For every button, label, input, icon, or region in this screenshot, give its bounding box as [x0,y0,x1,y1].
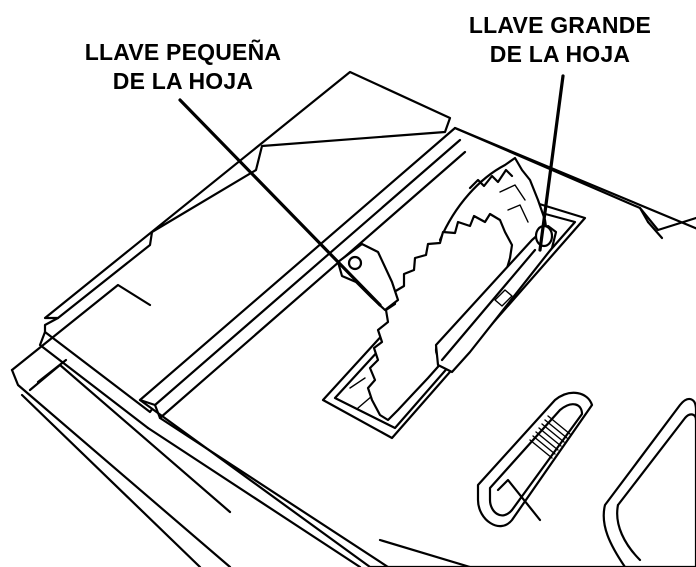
callout-large-wrench-line2: DE LA HOJA [490,41,630,67]
small-blade-wrench [336,242,400,312]
saw-table [10,70,696,567]
small-wrench-hole [347,255,363,271]
callout-large-wrench: LLAVE GRANDE DE LA HOJA [469,12,651,252]
carry-handle-right [602,397,696,567]
saw-blade [366,156,550,422]
leader-line-small-wrench [178,98,382,307]
carry-handle-left [476,391,594,528]
large-blade-wrench [434,224,558,374]
callout-small-wrench-line2: DE LA HOJA [113,68,253,94]
left-extension-panel [43,70,452,320]
leader-line-large-wrench [538,74,565,252]
callout-small-wrench-line1: LLAVE PEQUEÑA [85,38,281,65]
grip-ribs [529,415,571,459]
callout-large-wrench-line1: LLAVE GRANDE [469,12,651,38]
callout-small-wrench: LLAVE PEQUEÑA DE LA HOJA [85,38,382,307]
